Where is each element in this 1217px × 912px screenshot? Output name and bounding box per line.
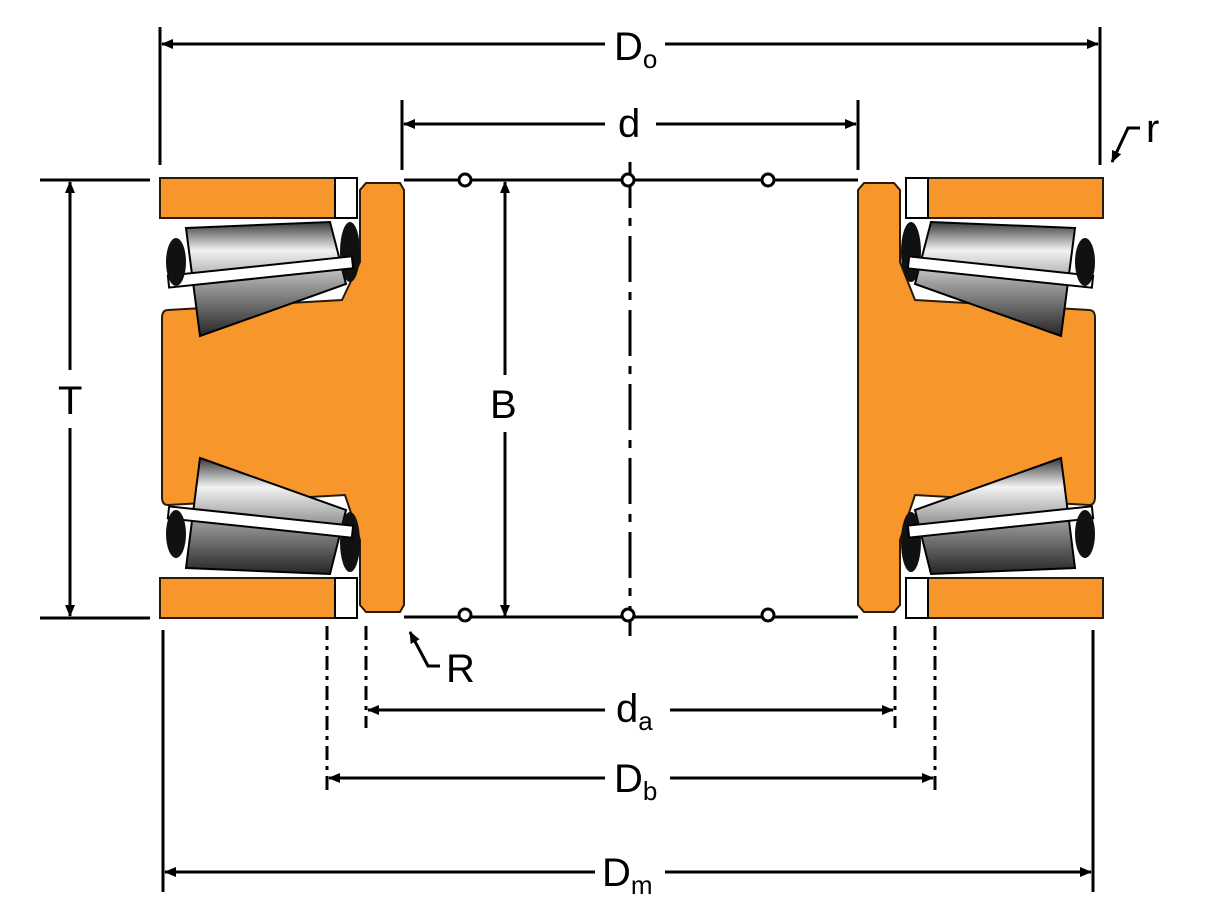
roller-end bbox=[166, 510, 186, 558]
right-bearing bbox=[857, 177, 1104, 619]
left-bottom-spacer bbox=[334, 577, 358, 619]
cage bbox=[906, 255, 1095, 289]
label-big-r: R bbox=[446, 647, 475, 691]
label-d: d bbox=[618, 102, 640, 146]
label-do: Do bbox=[614, 25, 657, 74]
roller-end bbox=[166, 238, 186, 286]
right-top-spacer bbox=[905, 177, 929, 219]
cage bbox=[166, 505, 355, 539]
seal-dot bbox=[457, 607, 473, 623]
label-db: Db bbox=[614, 757, 657, 806]
label-dm: Dm bbox=[602, 851, 653, 900]
label-da: da bbox=[616, 687, 653, 736]
right-top-cup bbox=[927, 177, 1104, 219]
left-bottom-rollers bbox=[166, 456, 360, 576]
seal-dot bbox=[760, 607, 776, 623]
right-bottom-cup bbox=[927, 577, 1104, 619]
roller-end bbox=[1075, 238, 1095, 286]
bore-lines bbox=[404, 162, 858, 636]
seal-dot bbox=[457, 172, 473, 188]
roller bbox=[184, 220, 348, 338]
roller-end bbox=[901, 512, 921, 572]
left-bottom-cup bbox=[159, 577, 336, 619]
left-cone bbox=[161, 182, 405, 613]
seal-dot bbox=[620, 172, 636, 188]
roller-end bbox=[340, 222, 360, 282]
label-b: B bbox=[490, 383, 517, 427]
seal-dot bbox=[620, 607, 636, 623]
left-top-spacer bbox=[334, 177, 358, 219]
roller bbox=[913, 220, 1077, 338]
left-top-cup bbox=[159, 177, 336, 219]
right-cone bbox=[857, 182, 1096, 613]
right-bottom-rollers bbox=[901, 456, 1095, 576]
extension-lines bbox=[40, 27, 1102, 892]
roller-end bbox=[340, 512, 360, 572]
roller-end bbox=[1075, 510, 1095, 558]
dimension-arrows bbox=[65, 39, 1140, 877]
cage bbox=[166, 255, 355, 289]
big-r-leader bbox=[408, 631, 440, 668]
label-t: T bbox=[58, 379, 82, 423]
cage bbox=[906, 505, 1095, 539]
roller-end bbox=[901, 222, 921, 282]
left-top-rollers bbox=[166, 220, 360, 338]
label-r: r bbox=[1146, 107, 1159, 151]
right-top-rollers bbox=[901, 220, 1095, 338]
r-leader bbox=[1110, 126, 1140, 163]
left-bearing bbox=[159, 177, 405, 619]
right-bottom-spacer bbox=[905, 577, 929, 619]
seal-dot bbox=[760, 172, 776, 188]
dimension-labels: Do d r T B R da Db Dm bbox=[58, 25, 1159, 900]
